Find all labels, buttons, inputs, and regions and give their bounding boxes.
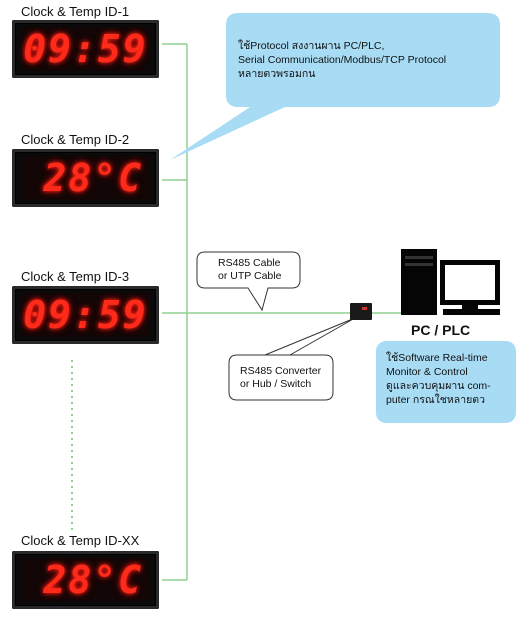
protocol-note-line-1: ใช้Protocol สงงานผาน PC/PLC, — [238, 40, 385, 52]
monitor-icon — [440, 260, 500, 315]
display-label-2: Clock & Temp ID-2 — [21, 132, 130, 147]
software-note-line-4: puter กรณใชหลายตว — [386, 394, 485, 406]
led-display-1: 09:59 — [12, 20, 159, 78]
converter-label-line-1: RS485 Converter — [240, 365, 322, 377]
converter-label-line-2: or Hub / Switch — [240, 378, 312, 390]
software-note-line-2: Monitor & Control — [386, 366, 468, 378]
software-note-line-1: ใช้Software Real-time — [386, 352, 488, 364]
display-value-2: 28°C — [43, 156, 143, 200]
display-label-xx: Clock & Temp ID-XX — [21, 533, 140, 548]
protocol-note-line-3: หลายตวพรอมกน — [238, 68, 316, 80]
display-value-3: 09:59 — [23, 293, 148, 337]
display-label-1: Clock & Temp ID-1 — [21, 4, 130, 19]
protocol-bubble — [170, 13, 500, 160]
converter-device-icon — [350, 303, 372, 320]
cable-label-line-2: or UTP Cable — [218, 270, 282, 282]
display-value-1: 09:59 — [23, 27, 148, 71]
led-display-3: 09:59 — [12, 286, 159, 344]
cable-label-line-1: RS485 Cable — [218, 257, 281, 269]
led-display-xx: 28°C — [12, 551, 159, 609]
pc-tower-icon — [401, 249, 437, 315]
display-label-3: Clock & Temp ID-3 — [21, 269, 130, 284]
protocol-note-line-2: Serial Communication/Modbus/TCP Protocol — [238, 54, 447, 66]
software-note-line-3: ดูและควบคุมผาน com- — [386, 380, 491, 392]
cable-bubble — [196, 251, 301, 312]
display-value-xx: 28°C — [43, 558, 143, 602]
led-display-2: 28°C — [12, 149, 159, 207]
software-note-box — [376, 341, 516, 423]
pc-plc-label: PC / PLC — [411, 322, 471, 338]
